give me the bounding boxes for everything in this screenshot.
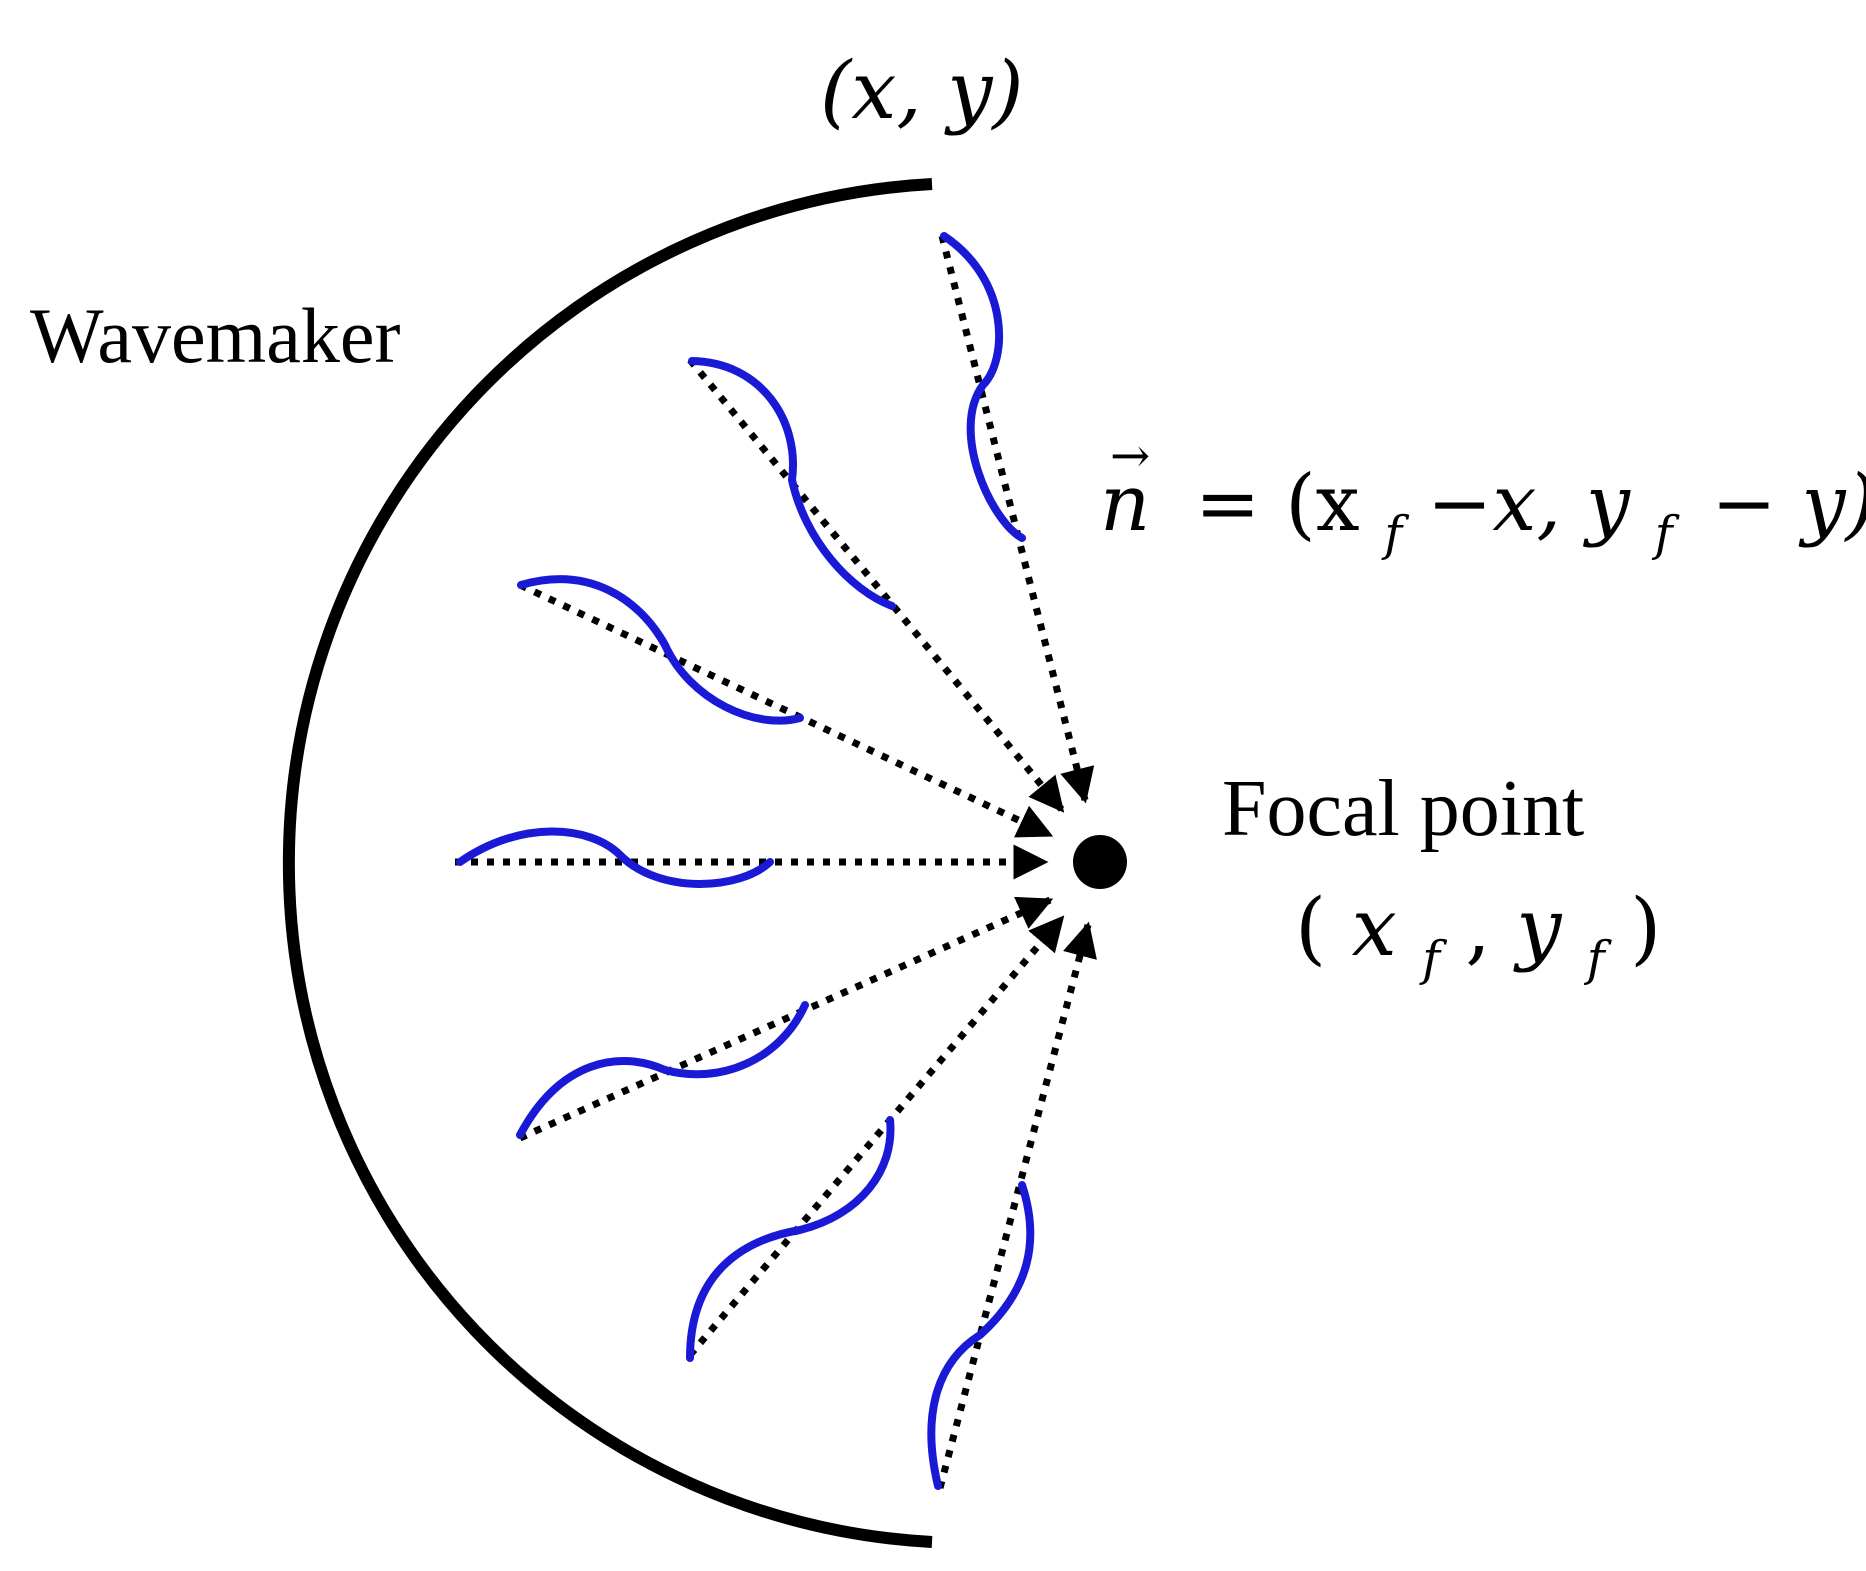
wave-3 <box>517 575 804 725</box>
wave-7 <box>927 1181 1035 1490</box>
focal-xy-comma: , <box>1465 881 1516 974</box>
wavemaker-label: Wavemaker <box>30 292 401 379</box>
focal-xy-x: x <box>1352 881 1397 974</box>
ray-5 <box>518 896 1054 1142</box>
focal-point-marker <box>1073 835 1127 889</box>
wave-1 <box>940 232 1026 542</box>
wave-2 <box>688 357 896 610</box>
wavemaker-arc <box>282 178 933 1548</box>
wave-5 <box>516 1001 809 1139</box>
wave-4 <box>456 827 774 888</box>
focal-xy-close: ) <box>1630 881 1661 974</box>
wave-group <box>456 232 1035 1490</box>
focal-xy-y: y <box>1513 881 1563 974</box>
ray-3 <box>518 581 1054 839</box>
ray-7 <box>936 921 1097 1489</box>
point-xy-label: (x, y) <box>820 44 1024 137</box>
normal-vector-arrow: → <box>1110 428 1150 484</box>
normal-eq-close: − y) <box>1711 459 1866 549</box>
normal-eq-mid: −x, y <box>1427 459 1631 549</box>
wave-6 <box>686 1116 895 1362</box>
ray-1 <box>938 235 1095 804</box>
focal-point-label: Focal point <box>1222 765 1584 853</box>
normal-eq-open: = (x <box>1195 459 1360 549</box>
normal-eq-sub-2: f <box>1652 506 1680 562</box>
ray-6 <box>687 915 1065 1358</box>
focal-xy-sub-2: f <box>1584 931 1612 987</box>
normal-eq-sub-1: f <box>1381 506 1409 562</box>
focal-xy-open: ( <box>1295 881 1326 974</box>
ray-group <box>455 235 1097 1489</box>
normal-vector-equation: → n = (x f −x, y f − y) <box>1100 428 1866 569</box>
normal-eq-line: n = (x f −x, y f − y) <box>1100 459 1866 569</box>
focal-xy-sub-1: f <box>1419 931 1447 987</box>
focal-xy-label: ( x f , y f ) <box>1295 881 1661 994</box>
ray-2 <box>687 357 1065 813</box>
normal-vector-symbol: n <box>1100 459 1150 549</box>
